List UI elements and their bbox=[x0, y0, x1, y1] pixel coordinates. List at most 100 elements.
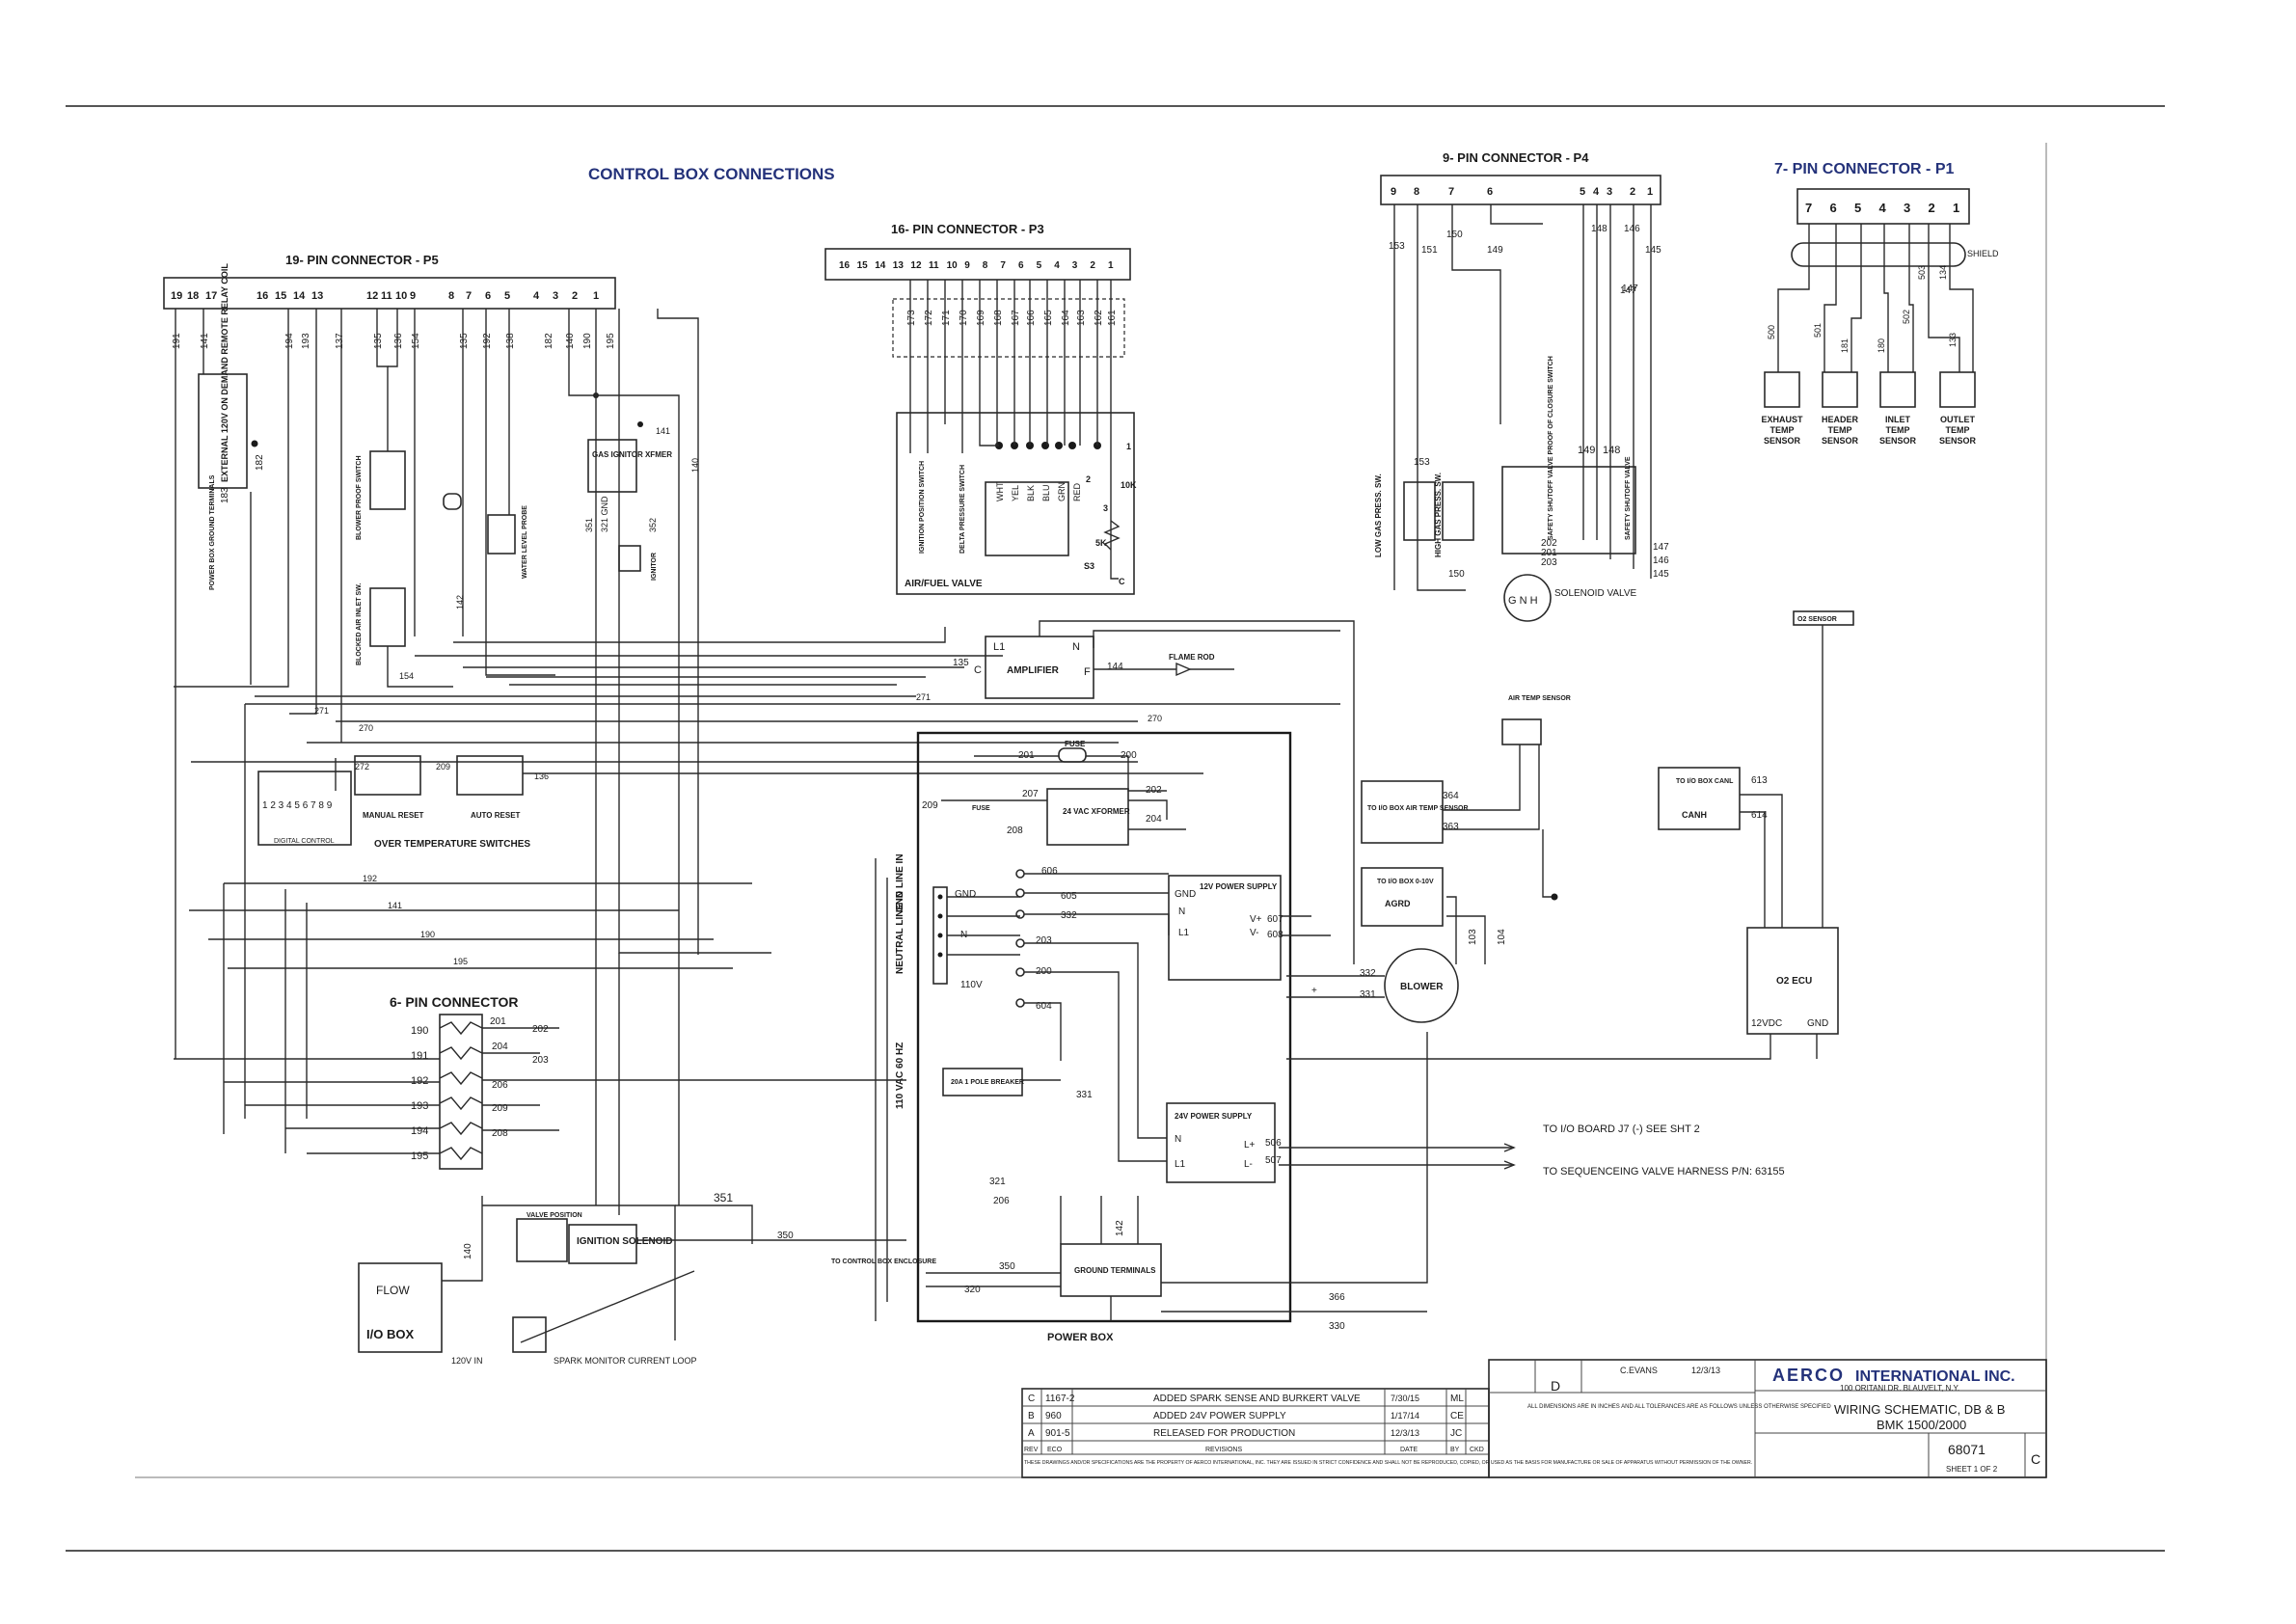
low-gas-switch bbox=[1403, 481, 1436, 541]
p4-wire: 151 bbox=[1421, 245, 1438, 256]
blower-motor bbox=[1384, 948, 1459, 1023]
rev-date: 7/30/15 bbox=[1391, 1394, 1419, 1403]
power-box-gnd-label: POWER BOX GROUND TERMINALS bbox=[209, 474, 216, 590]
wire-104c: 104 bbox=[1497, 929, 1507, 945]
valve-wire-color: BLK bbox=[1026, 485, 1036, 501]
valve-wire-color: WHT bbox=[995, 481, 1005, 501]
p3-shield-bundle bbox=[892, 298, 1125, 358]
valve-wire-color: GRN bbox=[1057, 482, 1067, 501]
wire-201s: 201 bbox=[490, 1016, 506, 1027]
six-pin-contact bbox=[439, 1021, 483, 1036]
six-pin-wire: 193 bbox=[411, 1100, 428, 1112]
wire-208c: 208 bbox=[1007, 826, 1023, 836]
six-pin-wire: 190 bbox=[411, 1025, 428, 1037]
wire-332c: 332 bbox=[1061, 910, 1077, 921]
ecu-supply bbox=[1286, 1034, 1818, 1060]
proprietary-note: THESE DRAWINGS AND/OR SPECIFICATIONS ARE… bbox=[1024, 1460, 1752, 1466]
p1-pin: 2 bbox=[1929, 201, 1935, 215]
wire-321c: 321 bbox=[989, 1177, 1006, 1187]
wire-203c: 203 bbox=[1036, 935, 1052, 946]
wire-352-label: 352 bbox=[648, 518, 658, 532]
pot-2: 2 bbox=[1086, 474, 1091, 484]
valve-terminals bbox=[995, 442, 1101, 449]
sensor-label: TEMP bbox=[1885, 425, 1909, 435]
spark-monitor-box bbox=[512, 1316, 547, 1353]
probe-symbol bbox=[443, 493, 462, 510]
p4-pin: 5 bbox=[1580, 186, 1585, 198]
wire-366c: 366 bbox=[1329, 1292, 1345, 1303]
wire-606c: 606 bbox=[1041, 866, 1058, 877]
xformer-box bbox=[1046, 788, 1129, 846]
wire-140-label: 140 bbox=[690, 458, 700, 473]
p4-pin: 2 bbox=[1630, 186, 1635, 198]
manual-reset-switch bbox=[354, 755, 421, 796]
valve-wire-color: RED bbox=[1072, 482, 1082, 501]
rev-eco: 960 bbox=[1045, 1411, 1062, 1421]
revision-letter: C bbox=[2031, 1451, 2040, 1467]
p1-wire: 503 bbox=[1917, 265, 1927, 280]
p5-drops bbox=[174, 309, 771, 1059]
wire-506c: 506 bbox=[1265, 1138, 1282, 1149]
p4-wire: 148 bbox=[1591, 224, 1607, 234]
sensor-labels: EXHAUSTTEMPSENSORHEADERTEMPSENSORINLETTE… bbox=[1761, 415, 1976, 446]
ext-relay-label: EXTERNAL 120V ON DEMAND REMOTE RELAY COI… bbox=[220, 263, 230, 482]
to-control-box-label: TO CONTROL BOX ENCLOSURE bbox=[831, 1259, 936, 1265]
p1-pin: 6 bbox=[1830, 201, 1837, 215]
wire-507c: 507 bbox=[1265, 1155, 1282, 1166]
six-pin-wire: 192 bbox=[411, 1075, 428, 1087]
io-air-temp-box bbox=[1361, 780, 1444, 844]
p5-wire: 193 bbox=[301, 333, 311, 349]
pb-gnd: GND bbox=[955, 889, 976, 900]
p4-title: 9- PIN CONNECTOR - P4 bbox=[1443, 150, 1589, 165]
ignition-feeds bbox=[595, 887, 680, 1215]
can-wires bbox=[1740, 794, 1783, 928]
p1-wire: 134 bbox=[1938, 265, 1948, 280]
agrd-wires bbox=[1446, 829, 1554, 964]
wire-103c: 103 bbox=[1468, 929, 1478, 945]
wire-320c: 320 bbox=[964, 1285, 981, 1295]
wire-202b-label: 202 bbox=[1541, 538, 1557, 549]
sensor-label: TEMP bbox=[1827, 425, 1851, 435]
p5-pin: 7 bbox=[466, 290, 472, 302]
wire-271b-label: 271 bbox=[916, 692, 931, 702]
p3-pin: 16 bbox=[839, 260, 851, 271]
wire-331d: 331 bbox=[1360, 989, 1376, 1000]
p3-wire: 171 bbox=[941, 310, 952, 326]
drawn-by: C.EVANS bbox=[1620, 1366, 1658, 1375]
p3-wire: 161 bbox=[1107, 310, 1118, 326]
rev-letter: C bbox=[1028, 1394, 1035, 1404]
wire-209s: 209 bbox=[492, 1103, 508, 1114]
wire-148b-label: 148 bbox=[1603, 445, 1620, 456]
sensor-label: SENSOR bbox=[1879, 436, 1917, 446]
ignitor-box bbox=[618, 545, 641, 572]
wire-192-label: 192 bbox=[363, 874, 377, 883]
pot-c: C bbox=[1119, 577, 1125, 586]
rev-h-ckd: CKD bbox=[1470, 1447, 1484, 1453]
wire-208s: 208 bbox=[492, 1128, 508, 1139]
p5-pin: 14 bbox=[293, 290, 306, 302]
o2-sensor-box bbox=[1793, 610, 1854, 626]
io-canl-box bbox=[1658, 767, 1741, 830]
wire-331c: 331 bbox=[1076, 1090, 1093, 1100]
valve-position-box bbox=[516, 1218, 568, 1262]
valve-position-label: VALVE POSITION bbox=[527, 1212, 582, 1219]
pot-s3: S3 bbox=[1084, 561, 1094, 571]
air-temp-wires bbox=[1443, 744, 1540, 830]
neutral-line-label: NEUTRAL LINE IN bbox=[895, 891, 905, 974]
spark-monitor-label: SPARK MONITOR CURRENT LOOP bbox=[554, 1356, 697, 1366]
rev-desc: RELEASED FOR PRODUCTION bbox=[1153, 1428, 1295, 1439]
solenoid-label: SOLENOID VALVE bbox=[1554, 588, 1637, 599]
amplifier-label: AMPLIFIER bbox=[1007, 665, 1060, 676]
io-box-label: I/O BOX bbox=[366, 1327, 414, 1341]
power-box bbox=[916, 731, 1292, 1323]
p5-pin: 12 bbox=[366, 290, 378, 302]
ps12-l1: L1 bbox=[1178, 928, 1190, 938]
flame-rod-symbol bbox=[1175, 662, 1192, 677]
sensor-boxes bbox=[1764, 371, 1976, 408]
p5-wire: 190 bbox=[582, 333, 593, 349]
wire-332d: 332 bbox=[1360, 968, 1376, 979]
wire-330c: 330 bbox=[1329, 1321, 1345, 1332]
blower-wires bbox=[1286, 975, 1385, 998]
